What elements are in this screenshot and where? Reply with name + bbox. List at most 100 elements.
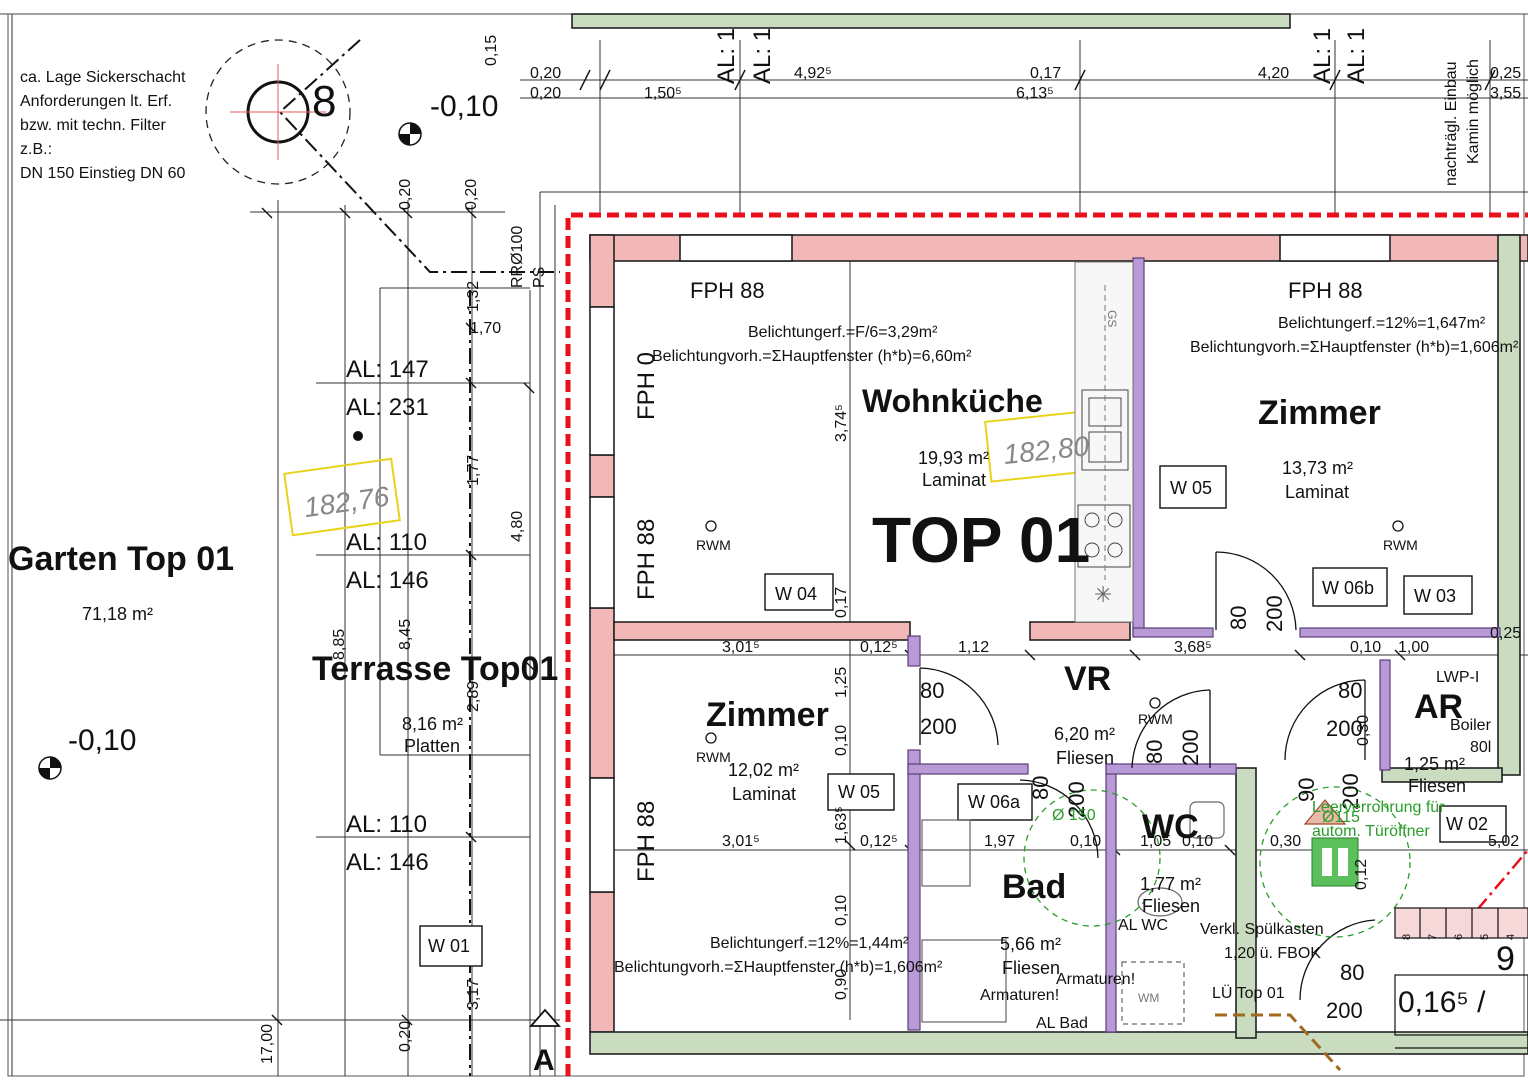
wohnkueche-fph-side1: FPH 0	[633, 352, 660, 420]
spuelkasten-note-2: 1,20 ü. FBOK	[1224, 945, 1321, 962]
dim-v-010b: 0,10	[833, 895, 850, 926]
dim-h-301a: 3,01⁵	[722, 639, 760, 656]
vertical-dimensions: 0,15 0,20 0,20 1,32 1,70 1,77 4,80 3,74⁵…	[259, 35, 1372, 1064]
window-w03-label: W 03	[1414, 586, 1456, 606]
dim-v-020b: 0,20	[463, 179, 480, 210]
zimmer1-name: Zimmer	[1258, 394, 1381, 432]
ventilation-line	[1215, 1013, 1342, 1072]
kitchen-counter	[1074, 261, 1134, 623]
window-left-1	[589, 306, 615, 456]
wohnkueche-floor: Laminat	[922, 470, 986, 490]
armaturen-1: Armaturen!	[980, 987, 1059, 1004]
zimmer1-floor: Laminat	[1285, 482, 1349, 502]
door-4-width: 80	[1338, 678, 1362, 703]
dim-h-010b: 0,10	[1070, 833, 1101, 850]
wall-right	[1497, 234, 1521, 776]
stairs	[1394, 907, 1528, 1049]
window-left-2	[589, 496, 615, 609]
level-label-2: -0,10	[68, 724, 136, 757]
wohnkueche-fph-side2: FPH 88	[633, 519, 660, 600]
window-tag-w06a[interactable]	[957, 783, 1033, 821]
partition-bad-wc	[1105, 763, 1117, 1033]
level-label-1: -0,10	[430, 90, 498, 123]
wall-left-4	[589, 891, 615, 1033]
window-tag-w05a[interactable]	[1159, 465, 1227, 509]
wall-interior-1	[613, 621, 911, 641]
wall-wc-right	[1235, 767, 1257, 1039]
al-top-2: AL: 1	[749, 28, 776, 84]
terrace-floor: Platten	[404, 736, 460, 756]
zimmer2-name: Zimmer	[706, 696, 829, 734]
wall-left-3	[589, 607, 615, 779]
al-top-1: AL: 1	[713, 28, 740, 84]
dim-v-030: 0,30	[1355, 715, 1372, 746]
window-tag-w01[interactable]	[419, 925, 483, 967]
al-label-2: AL: 231	[346, 394, 429, 421]
wc-name: WC	[1142, 808, 1199, 846]
stair-boundary	[1459, 849, 1528, 931]
stair-step-8: 8	[1401, 934, 1413, 940]
al-top-3: AL: 1	[1309, 28, 1336, 84]
boiler-label-1: Boiler	[1450, 717, 1492, 734]
terrace-name: Terrasse Top01	[312, 650, 558, 688]
stair-dimension: 0,16⁵ /	[1398, 986, 1486, 1019]
garden-name: Garten Top 01	[8, 540, 234, 578]
ar-floor: Fliesen	[1408, 776, 1466, 796]
note-line-2: Anforderungen lt. Erf.	[20, 93, 172, 110]
garden-area: 71,18 m²	[82, 604, 153, 624]
dim-h-105: 1,05	[1140, 833, 1171, 850]
zimmer1-rwm: RWM	[1383, 537, 1418, 553]
dim-top-420: 4,20	[1258, 65, 1289, 82]
window-tag-w04[interactable]	[764, 573, 834, 611]
dim-v-163: 1,63⁵	[833, 806, 850, 844]
green-marks	[1023, 786, 1411, 938]
partition-ar-left	[1379, 659, 1391, 771]
terrace-area: 8,16 m²	[402, 714, 463, 734]
zimmer2-light-exist: Belichtungvorh.=ΣHauptfenster (h*b)=1,60…	[614, 959, 943, 976]
dim-v-010a: 0,10	[833, 725, 850, 756]
window-tags	[419, 465, 1507, 967]
dim-top-025: 0,25	[1490, 65, 1521, 82]
ps-label: PS	[531, 267, 548, 288]
top-dimensions: 0,20 0,20 1,50⁵ 4,92⁵ 0,17 6,13⁵ 4,20 0,…	[530, 65, 1521, 102]
door-opener-icon	[1311, 837, 1359, 887]
window-w05b-label: W 05	[838, 782, 880, 802]
stair-step-6: 6	[1453, 934, 1465, 940]
height-tag-garden: 182,76	[302, 481, 392, 524]
bad-area: 5,66 m²	[1000, 934, 1061, 954]
rwm-circles	[705, 520, 1404, 744]
dim-h-010a: 0,10	[1350, 639, 1381, 656]
dim-top-150: 1,50⁵	[644, 85, 682, 102]
level-marker-1	[398, 122, 422, 146]
armaturen-2: Armaturen!	[1056, 971, 1135, 988]
window-tag-w06b[interactable]	[1312, 567, 1388, 607]
dim-h-100: 1,00	[1398, 639, 1429, 656]
door-8-width: 80	[1340, 960, 1364, 985]
dim-v-845: 8,45	[397, 619, 414, 650]
spuelkasten-note-1: Verkl. Spülkasten	[1200, 921, 1324, 938]
dim-h-012a: 0,12⁵	[860, 639, 898, 656]
zimmer1-fph: FPH 88	[1288, 278, 1363, 303]
sickerschacht-note: ca. Lage Sickerschacht Anforderungen lt.…	[20, 69, 186, 182]
door-5-width: 80	[1028, 776, 1053, 800]
wall-interior-2	[1029, 621, 1131, 641]
window-tag-w05b[interactable]	[827, 773, 895, 811]
dim-h-112: 1,12	[958, 639, 989, 656]
gs-label: GS	[1105, 310, 1119, 327]
door-8-height: 200	[1326, 998, 1363, 1023]
stair-step-5: 5	[1479, 934, 1491, 940]
wohnkueche-name: Wohnküche	[862, 383, 1043, 419]
partition-bad-top	[907, 763, 1029, 775]
window-tag-w03[interactable]	[1403, 575, 1473, 615]
dim-top-613: 6,13⁵	[1016, 85, 1054, 102]
window-tag-w02[interactable]	[1439, 805, 1507, 843]
dim-v-132: 1,32	[465, 281, 482, 312]
dim-v-480: 4,80	[509, 511, 526, 542]
door-4-height: 200	[1326, 716, 1363, 741]
door-swings	[919, 551, 1376, 1001]
window-w06b-label: W 06b	[1322, 578, 1374, 598]
door-7-width: 90	[1294, 778, 1319, 802]
rr-label: RRØ100	[509, 226, 526, 288]
dim-h-197: 1,97	[984, 833, 1015, 850]
